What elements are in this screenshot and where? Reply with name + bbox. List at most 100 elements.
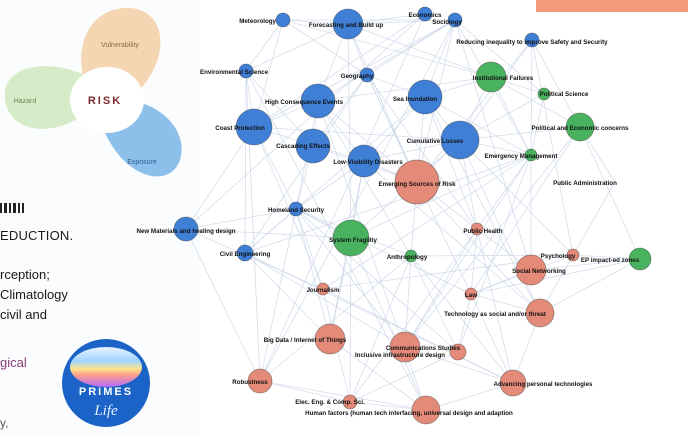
- network-edge: [470, 228, 478, 295]
- network-edge: [347, 19, 456, 25]
- network-edge: [317, 76, 492, 102]
- network-node-label: System Fragility: [329, 237, 377, 244]
- network-node-label: Inclusive infrastructure design: [355, 352, 445, 359]
- network-edge: [329, 338, 427, 411]
- network-edge: [454, 19, 545, 95]
- network-edge: [459, 139, 574, 256]
- network-node-label: Communications Studies: [386, 345, 461, 352]
- network-edge: [322, 288, 514, 384]
- primes-life-logo: PRIMES Life: [62, 339, 150, 427]
- network-edge: [404, 228, 478, 348]
- network-edge: [530, 93, 545, 156]
- network-node-label: Coast Protection: [215, 125, 265, 132]
- network-edge: [295, 208, 472, 295]
- network-edge: [317, 19, 456, 102]
- network-node: [235, 108, 273, 146]
- left-text-line-2: rception;: [0, 267, 50, 282]
- network-node-label: Robustness: [232, 379, 268, 386]
- network-node: [247, 368, 273, 394]
- network-node-label: Homeland Security: [268, 207, 325, 214]
- network-edge: [410, 254, 574, 257]
- network-node-label: Low-Visibility Disasters: [333, 159, 403, 166]
- network-edge: [253, 13, 426, 128]
- network-node-label: EP impact-ed zones: [581, 257, 640, 264]
- network-edge: [476, 228, 514, 384]
- network-node: [524, 148, 538, 162]
- network-node: [173, 216, 199, 242]
- network-edge: [259, 208, 297, 382]
- risk-label: RISK: [88, 95, 122, 107]
- network-edge: [476, 154, 532, 230]
- network-edge: [244, 252, 331, 340]
- network-node: [332, 8, 364, 40]
- network-edge: [349, 237, 352, 403]
- network-edge: [349, 255, 412, 403]
- network-node-label: Advancing personal technologies: [493, 381, 593, 388]
- network-edge: [259, 380, 427, 411]
- network-edge: [410, 255, 514, 384]
- network-node-label: Emerging Sources of Risk: [378, 181, 456, 188]
- network-node: [475, 61, 507, 93]
- network-edge: [244, 252, 406, 348]
- network-node: [440, 120, 480, 160]
- network-nodes: [173, 6, 652, 425]
- network-node: [347, 144, 381, 178]
- network-node: [447, 12, 463, 28]
- network-node: [537, 87, 551, 101]
- network-node-label: High Consequence Events: [265, 99, 344, 106]
- network-node: [449, 343, 467, 361]
- network-edge: [366, 19, 456, 76]
- network-edge: [253, 19, 284, 128]
- network-node-label: Public Health: [463, 228, 502, 235]
- network-edge: [424, 96, 532, 156]
- network-edge: [530, 39, 533, 156]
- network-node-label: Psychology: [541, 253, 576, 260]
- network-node-label: Political Science: [540, 91, 589, 98]
- network-node: [499, 369, 527, 397]
- network-edge: [185, 228, 261, 382]
- network-edge: [317, 100, 412, 257]
- network-node: [566, 248, 580, 262]
- network-edge: [459, 126, 581, 141]
- network-edge: [579, 126, 641, 260]
- network-node-label: Institutional Failures: [473, 75, 534, 82]
- network-edge: [253, 126, 461, 141]
- network-edge: [531, 39, 581, 128]
- svg-text:PRIMES: PRIMES: [79, 386, 133, 398]
- network-edge: [185, 228, 352, 239]
- network-node: [288, 201, 304, 217]
- network-edge: [295, 208, 331, 340]
- network-node-label: Big Data / Internet of Things: [264, 337, 347, 344]
- network-edge: [530, 258, 641, 271]
- network-edge: [470, 258, 641, 295]
- network-node-label: Reducing inequality to improve Safety an…: [456, 39, 608, 46]
- network-edge: [404, 126, 581, 348]
- network-node-label: Journalism: [306, 287, 340, 294]
- network-node: [515, 254, 547, 286]
- network-node: [565, 112, 595, 142]
- hazard-label: Hazard: [14, 98, 37, 105]
- network-edge: [404, 346, 514, 384]
- network-edge: [457, 154, 532, 353]
- network-node-label: Elec. Eng. & Comp. Sci.: [295, 399, 365, 406]
- network-edge: [350, 237, 427, 411]
- network-node-label: Social Networking: [512, 268, 566, 275]
- network-node-label: Public Administration: [553, 180, 617, 187]
- network-edge: [366, 74, 478, 230]
- network-edge: [425, 382, 514, 411]
- network-edge: [244, 208, 297, 254]
- network-edge: [245, 19, 284, 72]
- network-node: [525, 298, 555, 328]
- network-edge: [531, 39, 574, 256]
- network-node-label: New Materials and healing design: [136, 228, 235, 235]
- network-node: [404, 249, 418, 263]
- network-node-label: Human factors (human tech interfacing, u…: [305, 410, 513, 417]
- network-edge: [295, 208, 459, 353]
- network-node-label: Cumulative Losses: [407, 138, 464, 145]
- network-node-label: Geography: [341, 73, 374, 80]
- network-node-label: Environmental Science: [200, 69, 269, 76]
- hazard-petal: [4, 66, 95, 129]
- network-edge: [410, 255, 459, 353]
- network-edge: [347, 23, 492, 78]
